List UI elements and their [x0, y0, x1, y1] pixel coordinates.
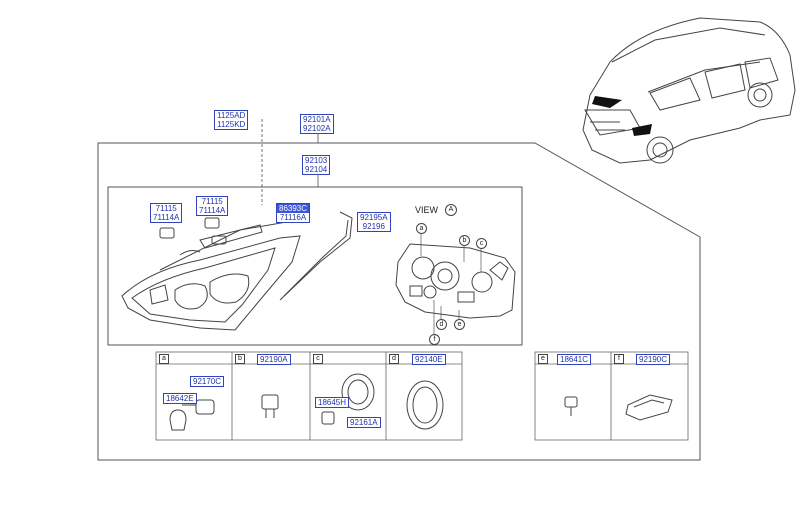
- part-label-92195a[interactable]: 92195A 92196: [357, 212, 391, 232]
- panel-b-part-label[interactable]: 92190A: [257, 354, 291, 365]
- vehicle-headlamp-highlight: [592, 96, 622, 108]
- part-number: 71114A: [153, 213, 180, 222]
- panel-e-part-label[interactable]: 18641C: [557, 354, 592, 365]
- part-number: 92101A: [303, 115, 331, 124]
- panel-e-drawing: [564, 396, 578, 416]
- panel-e-letter: e: [538, 354, 548, 364]
- part-number-highlighted: 86393C: [277, 204, 310, 213]
- detail-panels-abcd: [155, 351, 463, 441]
- part-number: 71115: [201, 197, 223, 206]
- panel-d-part-label[interactable]: 92140E: [412, 354, 446, 365]
- panel-d-letter: d: [389, 354, 399, 364]
- outer-frame: [97, 142, 701, 461]
- part-number: 92195A: [360, 213, 388, 222]
- panel-f-part-label[interactable]: 92190C: [636, 354, 671, 365]
- detail-panels-ef: [534, 351, 689, 441]
- view-callout-d: d: [436, 319, 447, 330]
- panel-c-ring-label[interactable]: 92161A: [347, 417, 381, 428]
- panel-d-drawing: [406, 380, 444, 430]
- view-heading: VIEW: [415, 205, 438, 215]
- view-callout-a: a: [416, 223, 427, 234]
- vehicle-illustration: [582, 17, 796, 164]
- view-text: VIEW: [415, 205, 439, 215]
- part-label-92101a[interactable]: 92101A 92102A: [300, 114, 334, 134]
- part-number: 71115: [155, 204, 177, 213]
- part-label-1125ad[interactable]: 1125AD 1125KD: [214, 110, 249, 130]
- part-number: 1125AD: [217, 111, 246, 120]
- part-number: 71114A: [199, 206, 226, 215]
- view-callout-b: b: [459, 235, 470, 246]
- panel-f-drawing: [625, 394, 673, 421]
- part-label-71115-left[interactable]: 71115 71114A: [150, 203, 183, 223]
- part-label-71115-mid[interactable]: 71115 71114A: [196, 196, 229, 216]
- headlamp-assembly-drawing: [121, 211, 353, 331]
- view-a-drawing: [395, 243, 516, 319]
- part-number: 71116A: [279, 213, 307, 222]
- part-number: 92102A: [303, 124, 331, 133]
- socket-parts-drawing: [159, 217, 227, 245]
- view-marker: A: [445, 204, 457, 216]
- panel-a-letter: a: [159, 354, 169, 364]
- panel-c-letter: c: [313, 354, 323, 364]
- part-label-92103[interactable]: 92103 92104: [302, 155, 331, 175]
- inner-frame: [107, 186, 523, 346]
- part-number: 92196: [362, 222, 385, 231]
- panel-b-drawing: [261, 394, 279, 418]
- part-number: 92104: [305, 165, 328, 174]
- view-callout-e: e: [454, 319, 465, 330]
- panel-c-drawing: [321, 373, 375, 425]
- part-number: 1125KD: [217, 120, 246, 129]
- panel-a-drawing: [169, 399, 215, 431]
- view-callout-f: f: [429, 334, 440, 345]
- view-callout-c: c: [476, 238, 487, 249]
- panel-a-bulb-label[interactable]: 18642E: [163, 393, 197, 404]
- panel-b-letter: b: [235, 354, 245, 364]
- part-number: 92103: [305, 156, 328, 165]
- part-label-86393c[interactable]: 86393C 71116A: [276, 203, 311, 223]
- panel-a-socket-label[interactable]: 92170C: [190, 376, 225, 387]
- panel-f-letter: f: [614, 354, 624, 364]
- panel-c-bulb-label[interactable]: 18645H: [315, 397, 350, 408]
